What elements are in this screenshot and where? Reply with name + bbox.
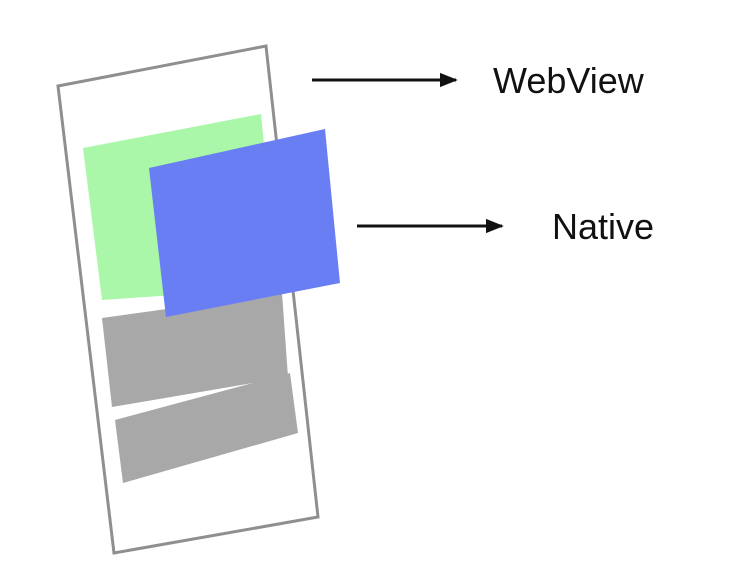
content-block-2 — [115, 373, 298, 483]
native-block — [149, 129, 340, 317]
webview-label: WebView — [493, 60, 645, 101]
native-label: Native — [552, 206, 654, 247]
content-block-1 — [102, 293, 288, 407]
